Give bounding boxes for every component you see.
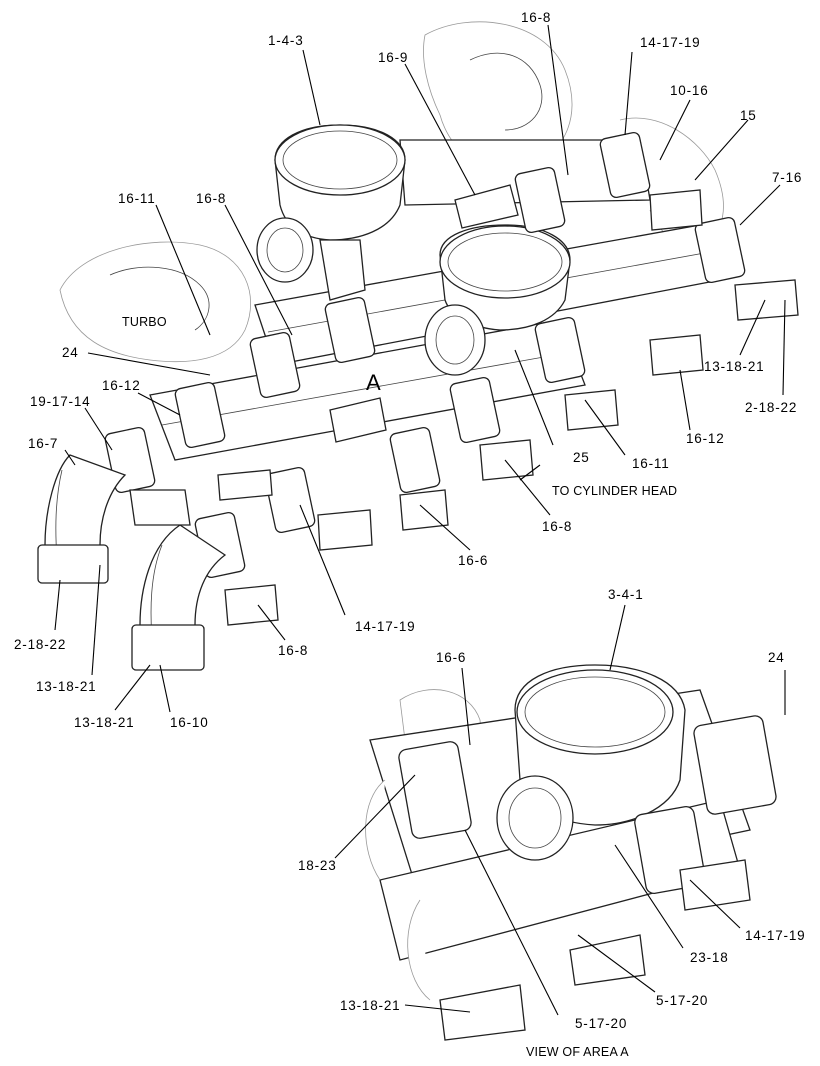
callout-15: 15 bbox=[740, 108, 757, 123]
to-cylinder-head-label: TO CYLINDER HEAD bbox=[552, 484, 677, 498]
turbo-label: TURBO bbox=[122, 315, 167, 329]
callout-16-7: 16-7 bbox=[28, 436, 58, 451]
elbow-16-7 bbox=[37, 454, 127, 584]
callout-16-12-left: 16-12 bbox=[102, 378, 141, 393]
callout-16-8-mid: 16-8 bbox=[542, 519, 572, 534]
callout-16-6-mid: 16-6 bbox=[458, 553, 488, 568]
callout-2-18-22-right: 2-18-22 bbox=[745, 400, 797, 415]
callout-16-9: 16-9 bbox=[378, 50, 408, 65]
callout-labels: 1-4-3 16-9 16-8 14-17-19 10-16 15 7-16 1… bbox=[14, 10, 805, 1059]
callout-16-8-left: 16-8 bbox=[196, 191, 226, 206]
callout-16-11-left: 16-11 bbox=[118, 191, 156, 206]
riser-center bbox=[424, 224, 571, 376]
area-a-marker: A bbox=[366, 370, 381, 395]
callout-2-18-22-left: 2-18-22 bbox=[14, 637, 66, 652]
callout-23-18: 23-18 bbox=[690, 950, 729, 965]
callout-14-17-19-mid: 14-17-19 bbox=[355, 619, 415, 634]
callout-24-left: 24 bbox=[62, 345, 79, 360]
callout-16-8-top: 16-8 bbox=[521, 10, 551, 25]
callout-13-18-21-view: 13-18-21 bbox=[340, 998, 400, 1013]
bracket-16-9 bbox=[329, 184, 519, 443]
callout-19-17-14: 19-17-14 bbox=[30, 394, 90, 409]
callout-14-17-19-top: 14-17-19 bbox=[640, 35, 700, 50]
callout-1-4-3: 1-4-3 bbox=[268, 33, 304, 48]
callout-16-10: 16-10 bbox=[170, 715, 209, 730]
view-of-area-a-label: VIEW OF AREA A bbox=[526, 1045, 629, 1059]
view-area-a-assembly bbox=[365, 664, 777, 1041]
callout-10-16: 10-16 bbox=[670, 83, 709, 98]
callout-13-18-21-low: 13-18-21 bbox=[74, 715, 134, 730]
callout-16-8-low: 16-8 bbox=[278, 643, 308, 658]
callout-13-18-21-right: 13-18-21 bbox=[704, 359, 764, 374]
callout-5-17-20-a: 5-17-20 bbox=[656, 993, 708, 1008]
callout-3-4-1: 3-4-1 bbox=[608, 587, 644, 602]
callout-13-18-21-left: 13-18-21 bbox=[36, 679, 96, 694]
elbow-16-10 bbox=[131, 524, 227, 671]
cylinder-head-feet bbox=[129, 189, 799, 626]
clamp-flanges bbox=[104, 131, 746, 579]
callout-5-17-20-b: 5-17-20 bbox=[575, 1016, 627, 1031]
callout-14-17-19-view: 14-17-19 bbox=[745, 928, 805, 943]
callout-7-16: 7-16 bbox=[772, 170, 802, 185]
leader-lines bbox=[54, 24, 786, 1016]
callout-24-view: 24 bbox=[768, 650, 785, 665]
callout-16-6-view: 16-6 bbox=[436, 650, 466, 665]
callout-16-12-right: 16-12 bbox=[686, 431, 725, 446]
callout-25: 25 bbox=[573, 450, 590, 465]
callout-16-11-right: 16-11 bbox=[632, 456, 670, 471]
turbocharger-left bbox=[59, 241, 252, 363]
callout-18-23: 18-23 bbox=[298, 858, 337, 873]
riser-1-4-3 bbox=[256, 124, 406, 301]
